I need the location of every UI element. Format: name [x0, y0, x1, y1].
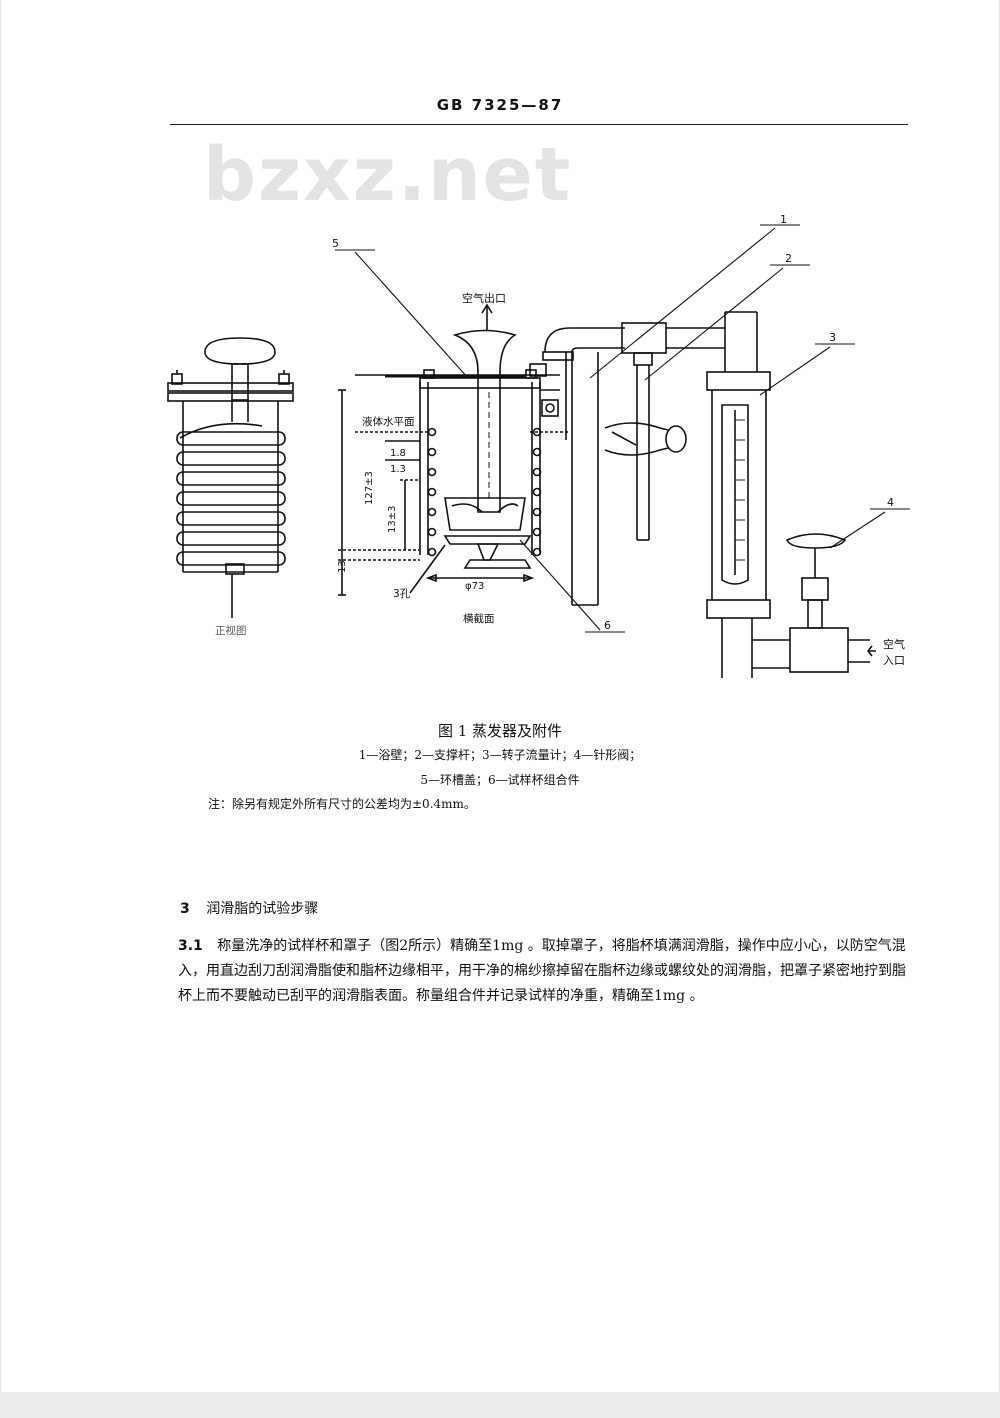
- section-title: 润滑脂的试验步骤: [206, 901, 319, 917]
- label-air-outlet: 空气出口: [462, 291, 506, 305]
- header-rule: [170, 124, 908, 125]
- callout-1: 1: [780, 213, 787, 226]
- callout-4: 4: [887, 496, 894, 509]
- label-front-view: 正视图: [215, 624, 247, 637]
- figure-legend-line2: 5—环槽盖；6—试样杯组合件: [420, 773, 580, 787]
- callout-3: 3: [829, 331, 836, 344]
- callout-5: 5: [332, 237, 339, 250]
- label-cross-section: 横截面: [463, 612, 495, 625]
- figure-caption-title: 图 1 蒸发器及附件: [437, 722, 563, 740]
- watermark: bzxz.net: [203, 132, 573, 218]
- paragraph-number: 3.1: [178, 938, 203, 954]
- dim-1-8: 1.8: [390, 448, 406, 459]
- callout-2: 2: [785, 252, 792, 265]
- label-3-holes: 3孔: [393, 587, 411, 600]
- label-air-inlet-line2: 入口: [883, 654, 905, 667]
- paragraph-text: 称量洗净的试样杯和罩子（图2所示）精确至1mg 。取掉罩子，将脂杯填满润滑脂，操…: [178, 938, 906, 1004]
- standard-code-header: GB 7325—87: [436, 96, 564, 114]
- evaporator-figure: 1 2 3 4 5 6 空气出口 液体水平面 1.8 1.3 127±3 13±…: [167, 213, 910, 678]
- label-air-inlet-line1: 空气: [883, 637, 905, 651]
- label-liquid-level: 液体水平面: [362, 415, 415, 428]
- callout-6: 6: [604, 619, 611, 632]
- dim-127: 127±3: [364, 471, 375, 505]
- cross-section-drawing: [338, 303, 570, 596]
- dim-13: 13: [337, 560, 348, 573]
- figure-note: 注：除另有规定外所有尺寸的公差均为±0.4mm。: [208, 797, 476, 811]
- dim-13-3: 13±3: [387, 506, 398, 533]
- viewer-bottom-strip: [0, 1392, 1000, 1418]
- section-heading: 3 润滑脂的试验步骤: [180, 898, 318, 918]
- dim-phi73: φ73: [465, 581, 484, 592]
- flowmeter-scale-ticks: [735, 419, 745, 561]
- section-number: 3: [180, 901, 190, 917]
- front-view-drawing: [167, 337, 294, 618]
- paragraph-3-1: 3.1 称量洗净的试样杯和罩子（图2所示）精确至1mg 。取掉罩子，将脂杯填满润…: [178, 934, 918, 1009]
- flowmeter-apparatus-drawing: [541, 311, 876, 678]
- dim-1-3: 1.3: [390, 464, 406, 475]
- figure-legend-line1: 1—浴壁；2—支撑杆；3—转子流量计；4—针形阀；: [358, 748, 642, 762]
